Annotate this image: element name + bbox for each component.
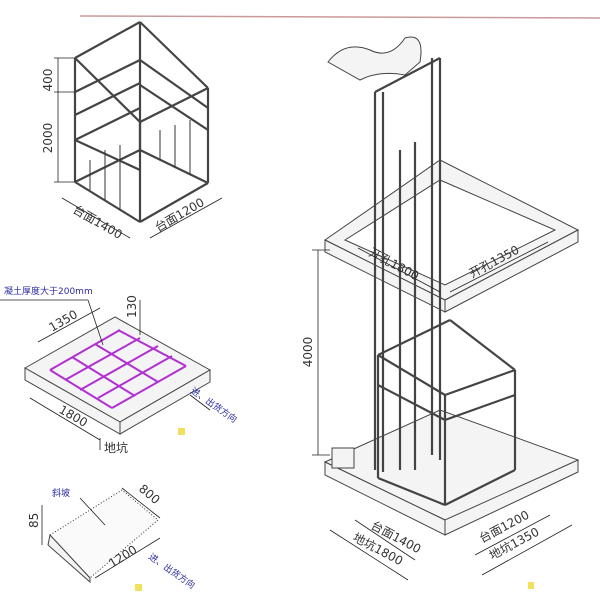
roof-cap [327, 36, 422, 81]
pit-direction: 进、出货方向 [188, 385, 239, 426]
marker-icon [135, 584, 142, 591]
ramp-width: 800 [136, 482, 163, 507]
pit-depth: 130 [125, 295, 139, 318]
cage-height-top: 400 [41, 69, 55, 92]
ramp-label: 斜坡 [52, 487, 70, 499]
marker-icon [528, 582, 534, 589]
pit-width: 1350 [47, 307, 80, 334]
pit-drawing: 凝土厚度大于200mm 1350 1800 130 地坑 进、出货方向 [0, 285, 239, 455]
cage-drawing: 400 2000 台面1400 台面1200 [41, 21, 223, 242]
ramp-height: 85 [27, 513, 41, 528]
top-rule [79, 15, 600, 19]
ramp-direction: 进、出货方向 [146, 551, 197, 592]
marker-icon [178, 428, 185, 435]
motor [331, 447, 355, 469]
elevator-drawing: 开孔1800 开孔1350 4000 台面1400 地坑1800 台面1200 … [301, 36, 580, 589]
travel-height: 4000 [301, 337, 315, 368]
ramp-drawing: 斜坡 800 85 1200 进、出货方向 [27, 482, 197, 592]
cage-height-main: 2000 [41, 123, 55, 154]
pit-concrete-note: 凝土厚度大于200mm [4, 285, 93, 297]
pit-label: 地坑 [104, 440, 128, 455]
